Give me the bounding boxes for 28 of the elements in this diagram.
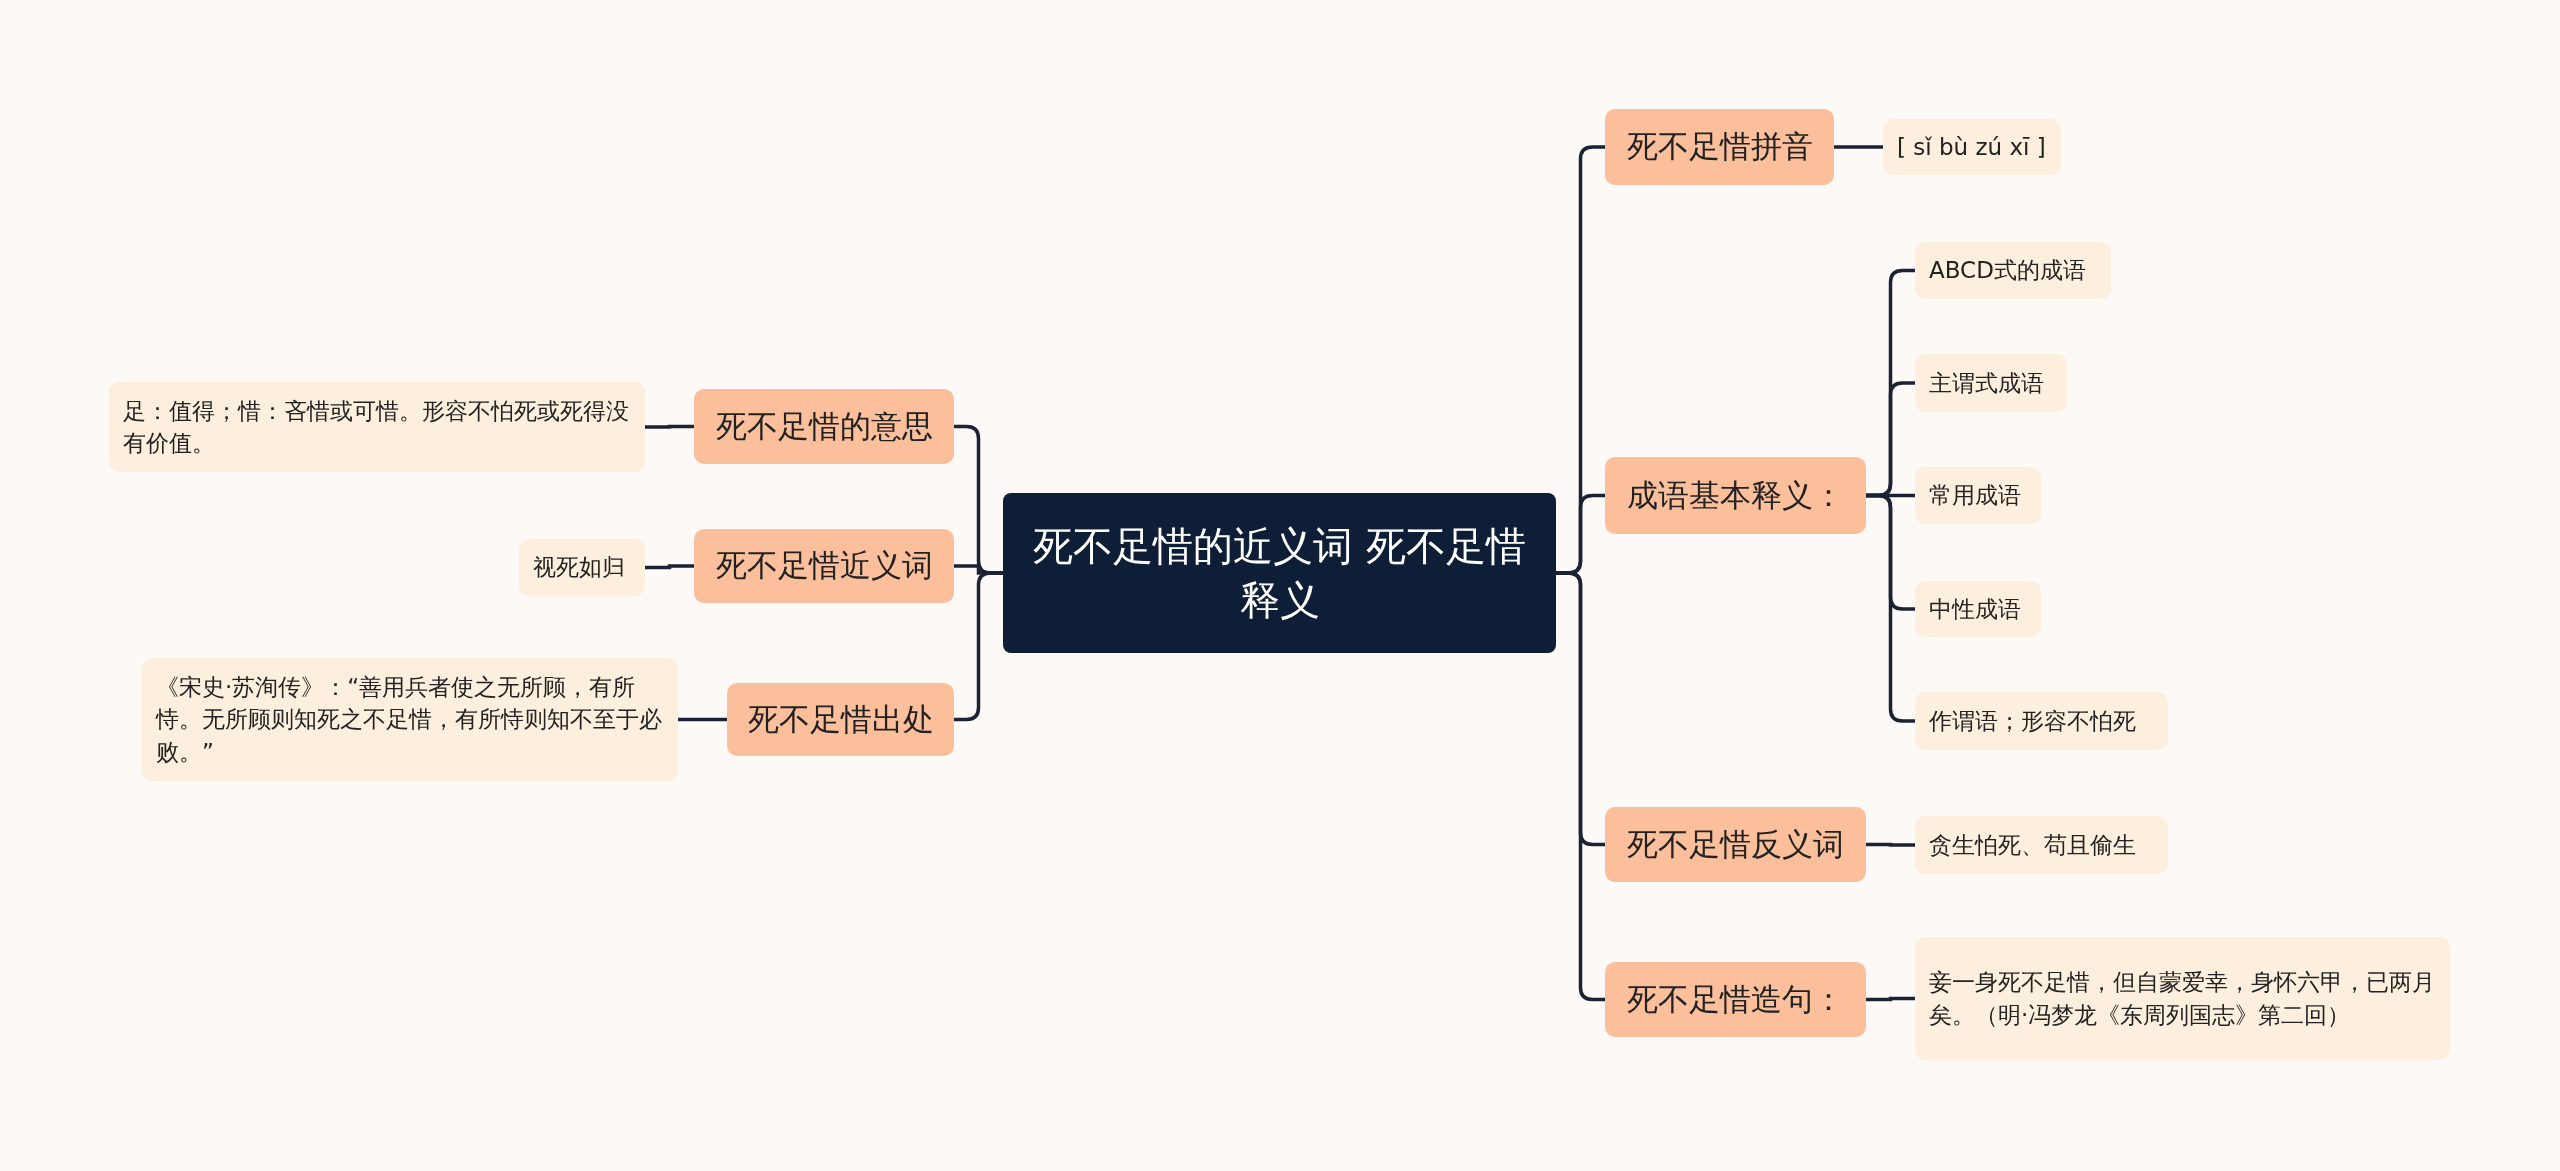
leaf-topic-box: [ sǐ bù zú xī ] <box>1883 119 2061 175</box>
leaf-topic-box: 妾一身死不足惜，但自蒙爱幸，身怀六甲，已两月矣。（明·冯梦龙《东周列国志》第二回） <box>1915 937 2450 1060</box>
connector-line <box>645 564 694 570</box>
connector-line <box>954 571 1003 722</box>
connector-line <box>1866 493 1915 723</box>
leaf-topic-box: 中性成语 <box>1915 581 2041 637</box>
branch-topic-box: 死不足惜的意思 <box>694 389 954 464</box>
leaf-topic-box: 作谓语；形容不怕死 <box>1915 692 2168 750</box>
branch-topic-box: 死不足惜拼音 <box>1605 109 1834 185</box>
leaf-topic-box: 视死如归 <box>519 539 645 596</box>
connector-line <box>1866 842 1915 847</box>
leaf-topic-box: ABCD式的成语 <box>1915 242 2111 299</box>
leaf-topic-box: 贪生怕死、苟且偷生 <box>1915 816 2168 874</box>
connector-line <box>1834 145 1883 149</box>
branch-topic-box: 死不足惜造句： <box>1605 962 1866 1037</box>
leaf-topic-box: 主谓式成语 <box>1915 354 2067 412</box>
branch-topic-box: 死不足惜近义词 <box>694 529 954 603</box>
branch-topic-box: 死不足惜反义词 <box>1605 807 1866 882</box>
connector-line <box>1556 571 1605 1002</box>
connector-line <box>1866 996 1915 1002</box>
central-topic-box: 死不足惜的近义词 死不足惜释义 <box>1003 493 1556 653</box>
leaf-topic-box: 常用成语 <box>1915 467 2041 524</box>
connector-line <box>678 717 727 722</box>
connector-line <box>645 424 694 429</box>
branch-topic-box: 成语基本释义： <box>1605 457 1866 534</box>
leaf-topic-box: 足：值得；惜：吝惜或可惜。形容不怕死或死得没有价值。 <box>109 382 645 472</box>
branch-topic-box: 死不足惜出处 <box>727 683 954 756</box>
leaf-topic-box: 《宋史·苏洵传》：“善用兵者使之无所顾，有所恃。无所顾则知死之不足惜，有所恃则知不至于必败。” <box>142 658 678 781</box>
